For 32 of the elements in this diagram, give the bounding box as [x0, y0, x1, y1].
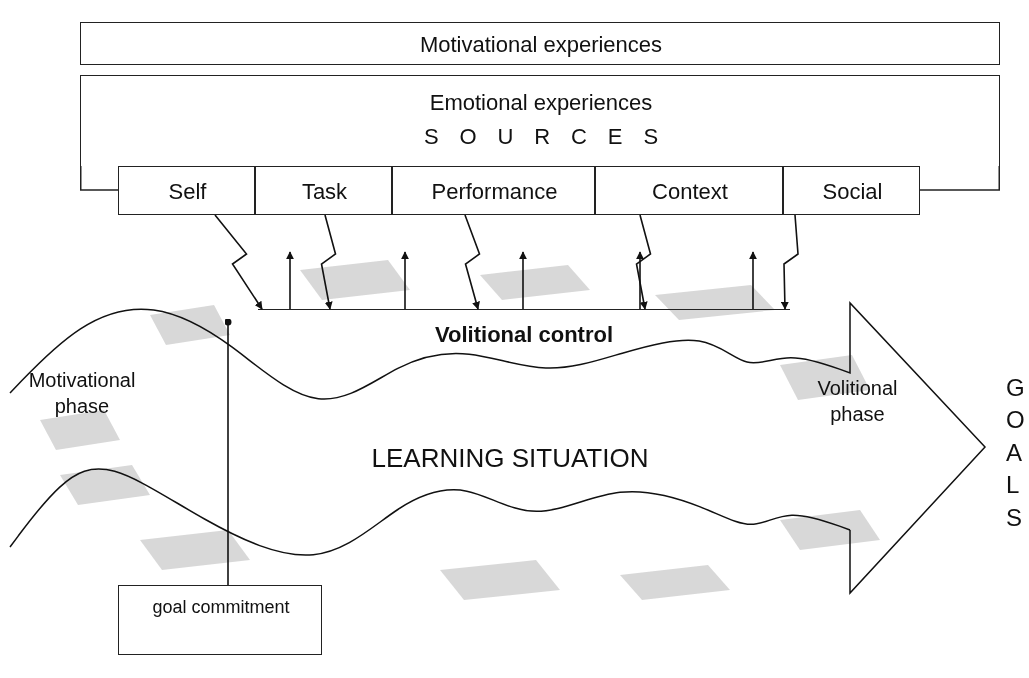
arrow [286, 251, 294, 310]
lightning-arrow [320, 214, 337, 310]
connector-line [224, 318, 232, 586]
situation-label: LEARNING SITUATION [370, 443, 650, 474]
vertical-label: GOALS [1006, 373, 1026, 533]
section-heading: SOURCES [422, 124, 680, 150]
box-label: Volitional control [434, 322, 614, 348]
box-label: Task [300, 179, 349, 205]
process-box [118, 585, 322, 655]
arrow [401, 251, 409, 310]
source-box [255, 166, 392, 215]
box-label: Performance [430, 179, 559, 205]
phase-label: Volitional phase [816, 376, 899, 427]
box-label: Self [167, 179, 208, 205]
arrow [636, 251, 644, 310]
phase-label: Motivational phase [27, 368, 137, 419]
box-heading: Motivational experiences [418, 32, 664, 58]
source-box [118, 166, 255, 215]
lightning-arrow [464, 214, 481, 310]
arrow [519, 251, 527, 310]
title-box [80, 22, 1000, 65]
box-label: Social [821, 179, 884, 205]
lightning-arrow [214, 214, 263, 310]
source-box [392, 166, 595, 215]
box-heading: Emotional experiences [428, 90, 654, 116]
box-label: goal commitment [151, 596, 291, 619]
source-box [783, 166, 920, 215]
box-label: Context [651, 179, 729, 205]
lightning-arrow [780, 214, 799, 310]
arrow [749, 251, 757, 310]
lightning-arrow [635, 214, 652, 310]
source-box [595, 166, 783, 215]
